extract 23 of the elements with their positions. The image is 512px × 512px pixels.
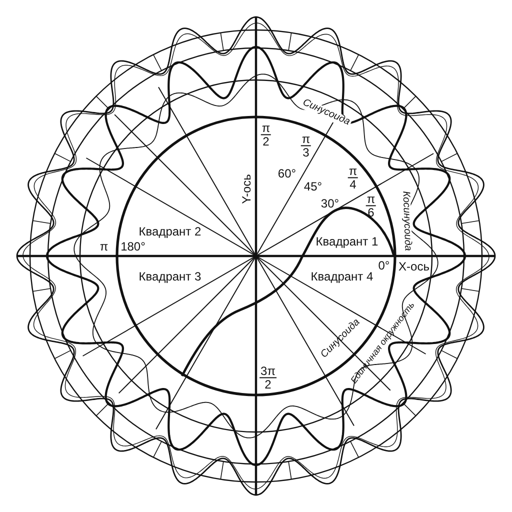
angle-label: 3 bbox=[302, 146, 310, 159]
angle-label: π bbox=[348, 164, 358, 178]
quadrant-label: Квадрант 4 bbox=[310, 270, 374, 284]
angle-label: 180° bbox=[120, 240, 146, 254]
angle-label: 0° bbox=[378, 260, 390, 272]
angle-label: 45° bbox=[304, 180, 322, 194]
quadrant-label: Квадрант 1 bbox=[316, 236, 378, 248]
angle-label: π bbox=[260, 122, 272, 136]
angle-label: π bbox=[100, 240, 108, 254]
angle-label: 4 bbox=[350, 178, 356, 191]
angle-label: 2 bbox=[262, 135, 270, 148]
angle-label: π bbox=[366, 192, 376, 206]
angle-label: 2 bbox=[264, 378, 272, 391]
angle-label: 30° bbox=[320, 198, 340, 210]
angle-label: 60° bbox=[278, 168, 296, 180]
quadrant-label: Квадрант 3 bbox=[138, 270, 202, 284]
axis-label: X-ось bbox=[398, 260, 430, 274]
angle-label: 6 bbox=[368, 206, 374, 219]
angle-label: 3π bbox=[260, 364, 276, 378]
angle-label: π bbox=[300, 132, 312, 146]
axis-label: Y-ось bbox=[240, 174, 254, 204]
curve-label: Косинусоида bbox=[400, 190, 412, 252]
quadrant-label: Квадрант 2 bbox=[138, 226, 202, 238]
